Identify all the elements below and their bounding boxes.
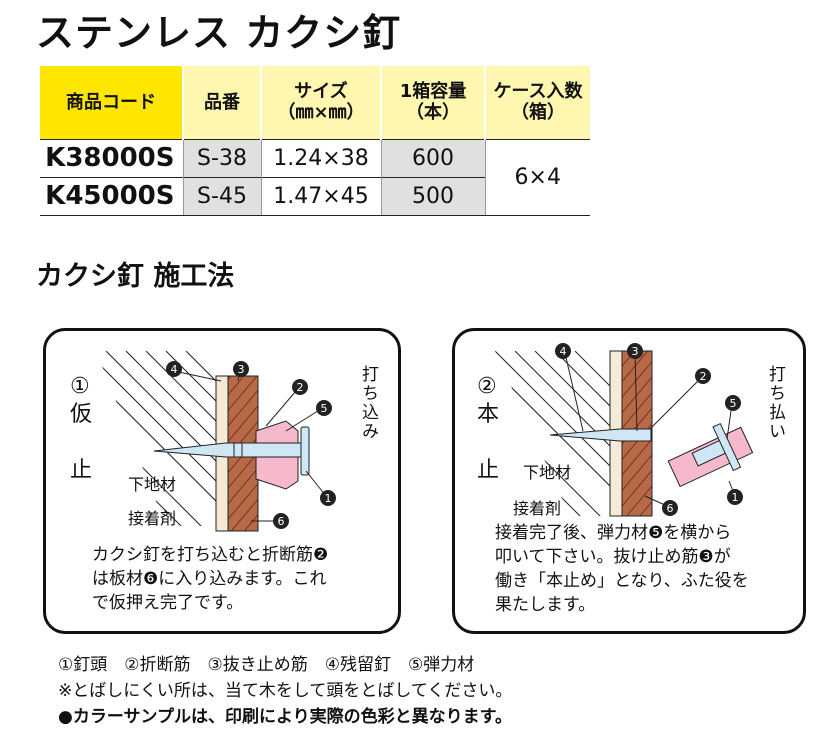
marker-1: 1: [325, 492, 332, 505]
marker-2: 2: [700, 370, 707, 383]
note-line: ●カラーサンプルは、印刷により実際の色彩と異なります。: [58, 707, 512, 727]
legend: ①釘頭 ②折断筋 ③抜き止め筋 ④残留釘 ⑤弾力材: [58, 655, 475, 675]
page-title: ステンレス カクシ釘: [36, 11, 402, 55]
cell-part: S-38: [182, 138, 261, 177]
marker-5: 5: [321, 402, 328, 415]
step-text-2: 止: [70, 458, 93, 483]
caption-line: 果たします。: [495, 595, 596, 615]
panel1-diagram: 4 3 2 5 1 6: [96, 351, 336, 532]
step-text-1: 仮: [70, 402, 93, 427]
caption-line: 叩いて下さい。抜け止め筋❸が: [495, 547, 731, 567]
cell-part: S-45: [182, 176, 261, 216]
caption-line: 接着完了後、弾力材❺を横から: [495, 523, 732, 543]
header-code: 商品コード: [40, 66, 183, 139]
cell-qty: 600: [380, 138, 485, 177]
marker-1: 1: [732, 491, 739, 504]
cell-code: K45000S: [40, 176, 183, 216]
cell-case: 6×4: [484, 138, 590, 216]
action-label: 打ち込み: [358, 365, 378, 441]
panel-temporary-fix: 4 3 2 5 1 6 ① 仮 止 打ち込み 下地材 接着剤 カクシ釘を打ち込む…: [43, 328, 401, 634]
step-text-2: 止: [477, 458, 500, 483]
header-size: サイズ（㎜×㎜）: [260, 66, 381, 139]
cell-size: 1.24×38: [260, 138, 381, 177]
caption-line: カクシ釘を打ち込むと折断筋❷: [92, 545, 329, 565]
marker-6: 6: [278, 515, 285, 528]
action-label: 打ち払い: [765, 365, 785, 441]
header-part: 品番: [182, 66, 261, 139]
cell-qty: 500: [380, 176, 485, 216]
spec-table: 商品コード 品番 サイズ（㎜×㎜） 1箱容量（本） ケース入数（箱） K3800…: [40, 66, 590, 216]
label-base: 下地材: [523, 463, 572, 482]
caption-line: で仮押え完了です。: [92, 593, 244, 613]
step-mark: ②: [477, 374, 497, 399]
table-row: K45000S S-45 1.47×45 500: [40, 176, 590, 216]
marker-4: 4: [560, 345, 567, 358]
step-mark: ①: [70, 374, 90, 399]
marker-6: 6: [667, 502, 674, 515]
label-glue: 接着剤: [128, 509, 177, 528]
marker-3: 3: [238, 363, 245, 376]
section-title: カクシ釘 施工法: [36, 261, 235, 292]
panel-final-fix: 4 3 2 5 1 6 ② 本 止 打ち払い 下地材 接着剤 接着完了後、弾力材…: [452, 328, 806, 634]
marker-5: 5: [730, 397, 737, 410]
header-case: ケース入数（箱）: [484, 66, 590, 139]
label-glue: 接着剤: [513, 499, 562, 518]
label-base: 下地材: [128, 475, 177, 494]
marker-4: 4: [171, 363, 178, 376]
cell-size: 1.47×45: [260, 176, 381, 216]
marker-3: 3: [632, 345, 639, 358]
cell-code: K38000S: [40, 138, 183, 177]
caption-line: 働き「本止め」となり、ふた役を: [495, 571, 749, 591]
header-qty: 1箱容量（本）: [380, 66, 485, 139]
step-text-1: 本: [477, 402, 500, 427]
marker-2: 2: [297, 381, 304, 394]
table-row: K38000S S-38 1.24×38 600 6×4: [40, 138, 590, 216]
note-line: ※とばしにくい所は、当て木をして頭をとばしてください。: [58, 681, 513, 701]
caption-line: は板材❻に入り込みます。これ: [92, 569, 327, 589]
panel2-diagram: 4 3 2 5 1 6: [495, 343, 754, 517]
